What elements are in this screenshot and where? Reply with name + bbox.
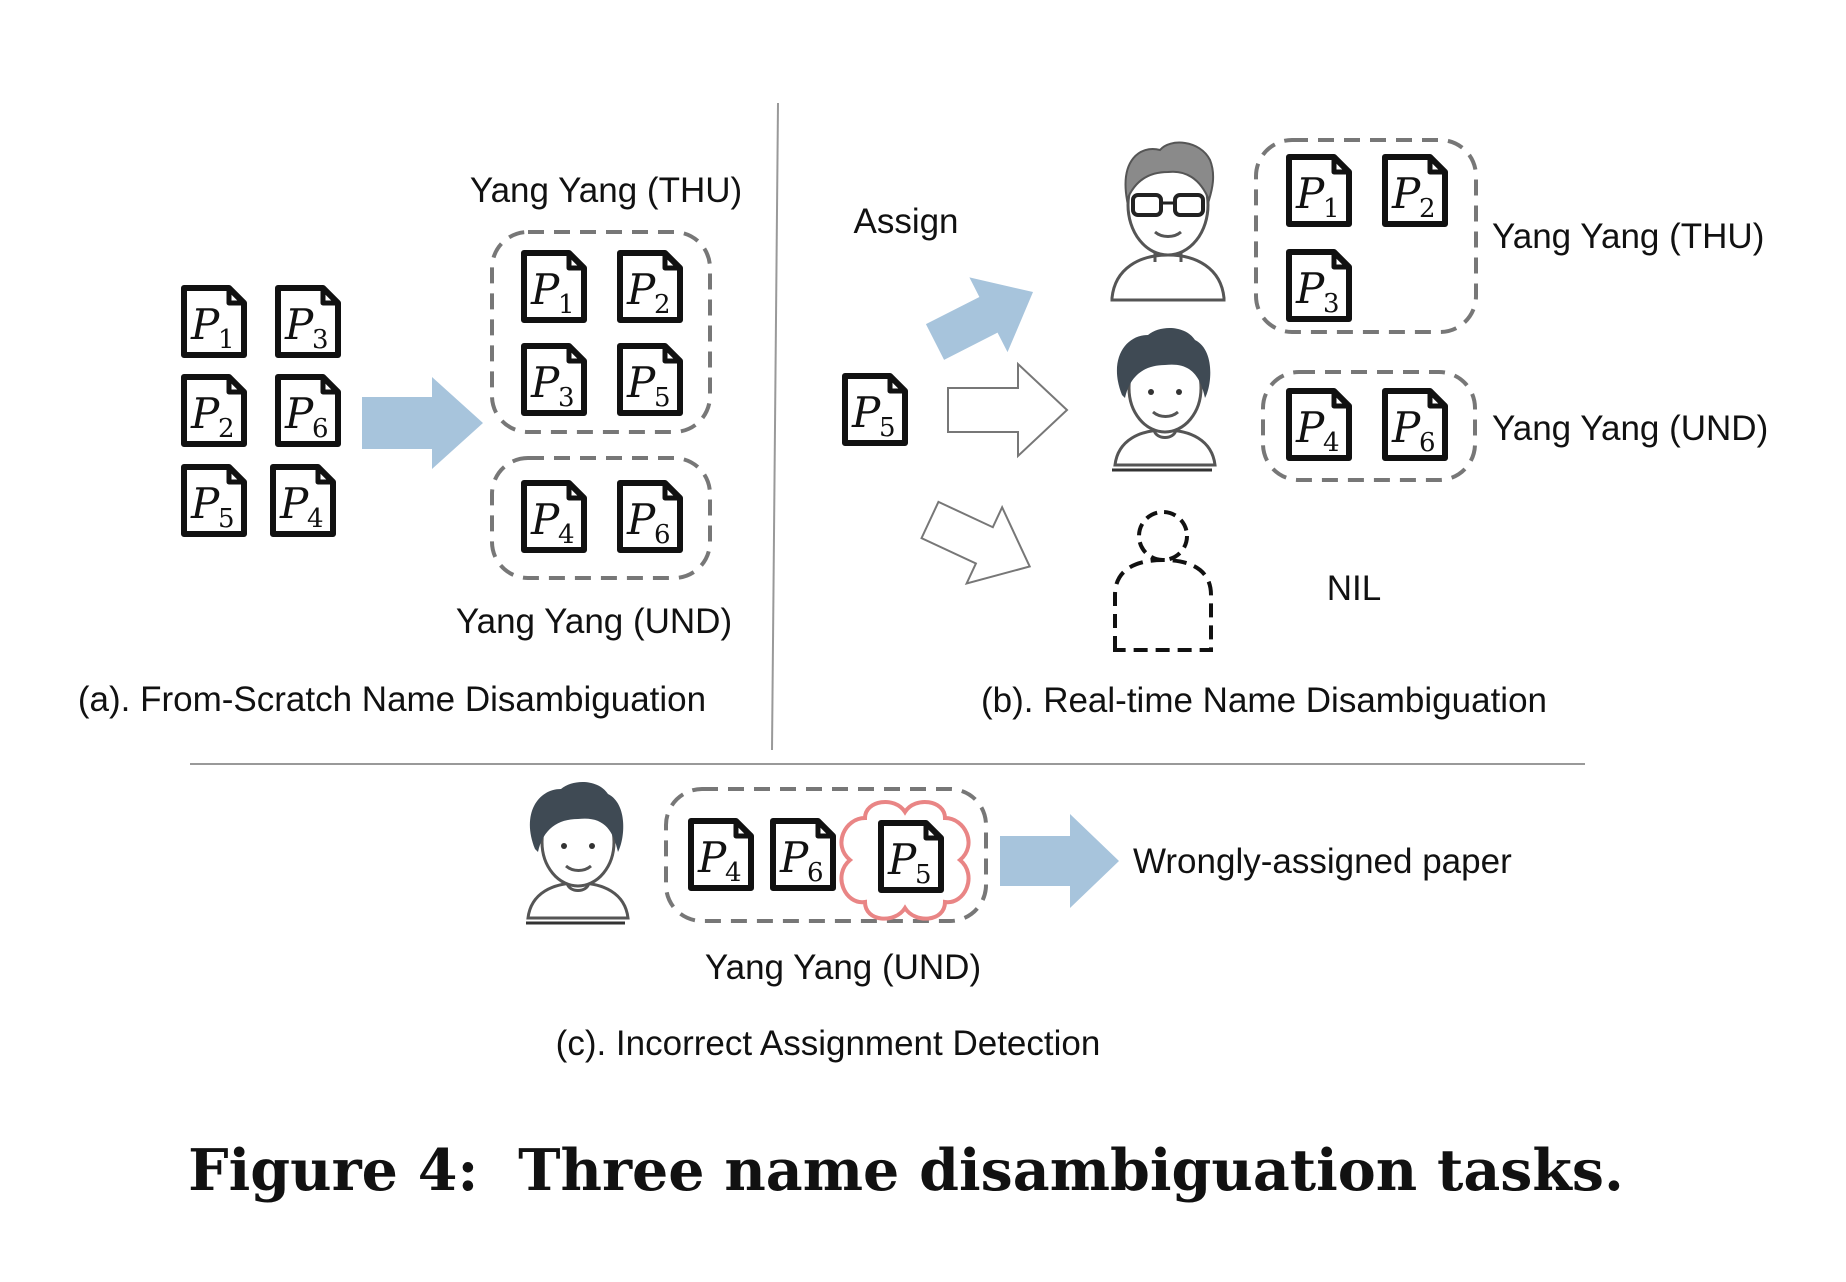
cluster-box-und <box>490 456 712 580</box>
assign-label: Assign <box>853 202 958 241</box>
clustering-arrow <box>362 377 483 469</box>
cluster-label-und: Yang Yang (UND) <box>456 602 732 641</box>
svg-text:P: P <box>284 389 314 438</box>
svg-text:4: 4 <box>558 520 575 550</box>
svg-text:P: P <box>530 495 560 544</box>
wrong-paper-highlight <box>839 799 971 921</box>
svg-text:5: 5 <box>879 413 896 443</box>
paper-icon: P 6 <box>773 821 833 888</box>
svg-text:P: P <box>779 833 809 882</box>
svg-text:1: 1 <box>558 290 575 320</box>
paper-icon: P 5 <box>184 467 244 534</box>
author-avatar-und <box>1112 328 1217 472</box>
svg-text:2: 2 <box>654 290 671 320</box>
paper-icon: P 1 <box>1289 157 1349 224</box>
paper-icon: P 1 <box>184 288 244 355</box>
input-papers: P 1 P 3 P 2 P 6 P 5 <box>184 288 338 534</box>
svg-text:P: P <box>530 358 560 407</box>
panel-b-caption: (b). Real-time Name Disambiguation <box>981 681 1547 720</box>
svg-text:2: 2 <box>218 414 235 444</box>
svg-text:6: 6 <box>807 858 824 888</box>
svg-text:P: P <box>190 300 220 349</box>
svg-text:P: P <box>626 265 656 314</box>
svg-text:P: P <box>851 388 881 437</box>
figure-title: Figure 4: Three name disambiguation task… <box>188 1137 1624 1204</box>
svg-text:P: P <box>279 479 309 528</box>
paper-icon: P 3 <box>278 288 338 355</box>
svg-text:6: 6 <box>1419 428 1436 458</box>
svg-text:P: P <box>697 833 727 882</box>
paper-icon: P 5 <box>845 376 905 443</box>
svg-text:4: 4 <box>307 504 324 534</box>
cluster-label-thu: Yang Yang (THU) <box>470 171 742 210</box>
paper-icon: P 6 <box>620 483 680 550</box>
nil-author-placeholder <box>1113 510 1213 652</box>
paper-icon: P 2 <box>184 377 244 444</box>
paper-icon: P 6 <box>1385 391 1445 458</box>
svg-text:P: P <box>1391 403 1421 452</box>
nil-label: NIL <box>1327 569 1381 608</box>
cluster-box-thu <box>490 230 712 434</box>
svg-text:3: 3 <box>558 383 575 413</box>
svg-text:P: P <box>626 358 656 407</box>
paper-icon: P 2 <box>1385 157 1445 224</box>
paper-icon: P 3 <box>1289 252 1349 319</box>
svg-text:P: P <box>1295 403 1325 452</box>
cluster-label-und: Yang Yang (UND) <box>1492 409 1768 448</box>
svg-text:4: 4 <box>1323 428 1340 458</box>
panel-a-caption: (a). From-Scratch Name Disambiguation <box>78 680 706 719</box>
assign-arrow-selected <box>925 277 1034 360</box>
cluster-box-thu <box>1254 138 1478 334</box>
svg-text:3: 3 <box>1323 289 1340 319</box>
svg-text:P: P <box>626 495 656 544</box>
svg-text:5: 5 <box>915 860 932 890</box>
paper-icon: P 5 <box>881 823 941 890</box>
cluster-box-und <box>664 787 988 923</box>
svg-text:P: P <box>284 300 314 349</box>
paper-icon: P 4 <box>1289 391 1349 458</box>
svg-text:P: P <box>887 835 917 884</box>
svg-text:P: P <box>530 265 560 314</box>
assign-arrow-nil <box>920 500 1032 585</box>
svg-text:P: P <box>1391 169 1421 218</box>
svg-text:1: 1 <box>1323 194 1340 224</box>
paper-icon: P 6 <box>278 377 338 444</box>
svg-text:P: P <box>1295 169 1325 218</box>
vertical-divider <box>771 102 779 751</box>
svg-text:P: P <box>1295 264 1325 313</box>
glasses-icon <box>1131 193 1205 217</box>
panel-c: P 4 P 6 P 5 Wrongly-assigned paper Yang … <box>526 782 1512 1063</box>
panel-c-caption: (c). Incorrect Assignment Detection <box>556 1024 1101 1063</box>
paper-icon: P 5 <box>620 346 680 413</box>
panel-a: P 1 P 3 P 2 P 6 P 5 <box>78 171 742 719</box>
svg-text:P: P <box>190 479 220 528</box>
svg-text:6: 6 <box>654 520 671 550</box>
svg-text:2: 2 <box>1419 194 1436 224</box>
detection-arrow <box>1000 814 1119 908</box>
panel-b: Assign P 5 <box>845 138 1768 720</box>
cluster-label-thu: Yang Yang (THU) <box>1492 217 1764 256</box>
paper-icon: P 4 <box>691 821 751 888</box>
paper-icon: P 4 <box>273 467 333 534</box>
svg-text:1: 1 <box>218 325 235 355</box>
cluster-box-und <box>1261 370 1477 482</box>
paper-icon: P 1 <box>524 253 584 320</box>
svg-text:P: P <box>190 389 220 438</box>
paper-icon: P 4 <box>524 483 584 550</box>
paper-icon: P 3 <box>524 346 584 413</box>
svg-text:4: 4 <box>725 858 742 888</box>
cluster-label-und: Yang Yang (UND) <box>705 948 981 987</box>
svg-text:3: 3 <box>312 325 329 355</box>
author-avatar-und <box>526 782 630 925</box>
author-avatar-thu <box>1110 141 1226 302</box>
svg-text:6: 6 <box>312 414 329 444</box>
svg-text:5: 5 <box>654 383 671 413</box>
result-label: Wrongly-assigned paper <box>1133 842 1512 881</box>
assign-arrow-candidate <box>947 361 1069 459</box>
paper-icon: P 2 <box>620 253 680 320</box>
svg-text:5: 5 <box>218 504 235 534</box>
